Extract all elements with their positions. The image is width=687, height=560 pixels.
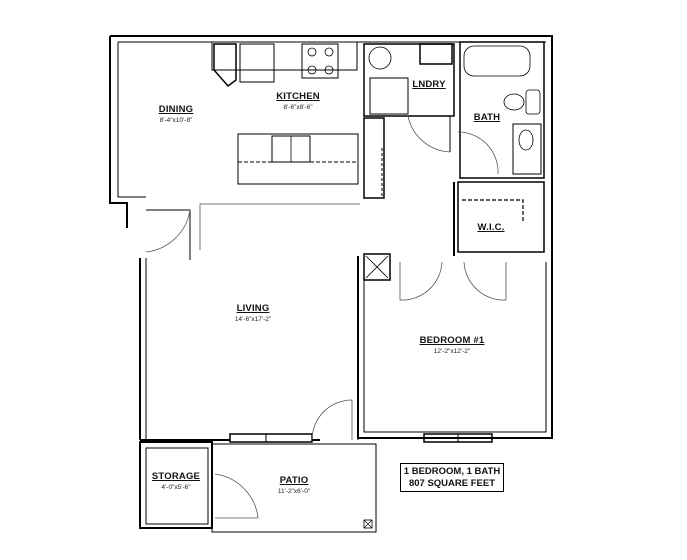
laundry-door-swing [407, 115, 451, 153]
room-dimensions: 14'-6"x17'-2" [234, 316, 272, 323]
room-name: LNDRY [412, 79, 446, 90]
hose-bib [363, 519, 373, 529]
room-label-laundry: LNDRY [412, 79, 445, 90]
room-label-kitchen: KITCHEN 8'-6"x8'-6" [276, 91, 320, 111]
room-name: DINING [158, 104, 194, 115]
room-dimensions: 11'-2"x6'-0" [277, 488, 311, 495]
laundry-room [363, 43, 455, 117]
entry-door-swing [145, 209, 191, 253]
fridge [239, 43, 275, 83]
stove [301, 43, 339, 79]
kitchen-island [237, 133, 359, 185]
room-label-bedroom: BEDROOM #1 12'-2"x12'-2" [420, 335, 485, 355]
toilet [503, 93, 525, 111]
room-name: STORAGE [151, 471, 201, 482]
unit-type: 1 BEDROOM, 1 BATH [403, 466, 501, 477]
walk-in-closet [457, 181, 545, 253]
bath-door-swing [457, 131, 499, 175]
room-dimensions: 8'-6"x8'-6" [283, 104, 313, 111]
room-dimensions: 4'-0"x5'-6" [161, 484, 191, 491]
bedroom-door-left [399, 261, 443, 301]
room-label-storage: STORAGE 4'-0"x5'-6" [152, 471, 200, 491]
vanity [512, 123, 542, 175]
linen-closet [363, 117, 385, 199]
pantry [213, 43, 237, 88]
hvac [363, 253, 391, 281]
kitchen-upper-counter [211, 41, 358, 71]
room-name: W.I.C. [477, 222, 505, 233]
bath-room [459, 41, 545, 179]
room-label-wic: W.I.C. [477, 222, 504, 233]
dryer [369, 77, 409, 115]
dining-wall-inner [117, 42, 146, 198]
floor-transition [199, 203, 360, 250]
dining-wall [109, 36, 128, 228]
unit-area: 807 SQUARE FEET [408, 478, 496, 489]
bathtub [463, 45, 531, 77]
room-dimensions: 8'-4"x10'-8" [159, 117, 193, 124]
patio-door-swing [311, 399, 353, 441]
room-label-bath: BATH [474, 112, 500, 123]
washer [368, 46, 392, 70]
wic-door-right [463, 261, 507, 301]
storage-door-swing [214, 473, 259, 519]
room-name: BEDROOM #1 [419, 335, 485, 346]
room-name: KITCHEN [276, 91, 320, 102]
room-label-patio: PATIO 11'-2"x6'-0" [278, 475, 310, 495]
room-name: LIVING [236, 303, 270, 314]
room-name: BATH [473, 112, 501, 123]
unit-summary-box: 1 BEDROOM, 1 BATH 807 SQUARE FEET [400, 463, 504, 492]
room-label-dining: DINING 8'-4"x10'-8" [159, 104, 193, 124]
room-name: PATIO [279, 475, 309, 486]
living-window [229, 433, 313, 443]
room-dimensions: 12'-2"x12'-2" [433, 348, 471, 355]
room-label-living: LIVING 14'-6"x17'-2" [235, 303, 271, 323]
patio-area [211, 443, 377, 533]
entry-door [146, 209, 191, 260]
